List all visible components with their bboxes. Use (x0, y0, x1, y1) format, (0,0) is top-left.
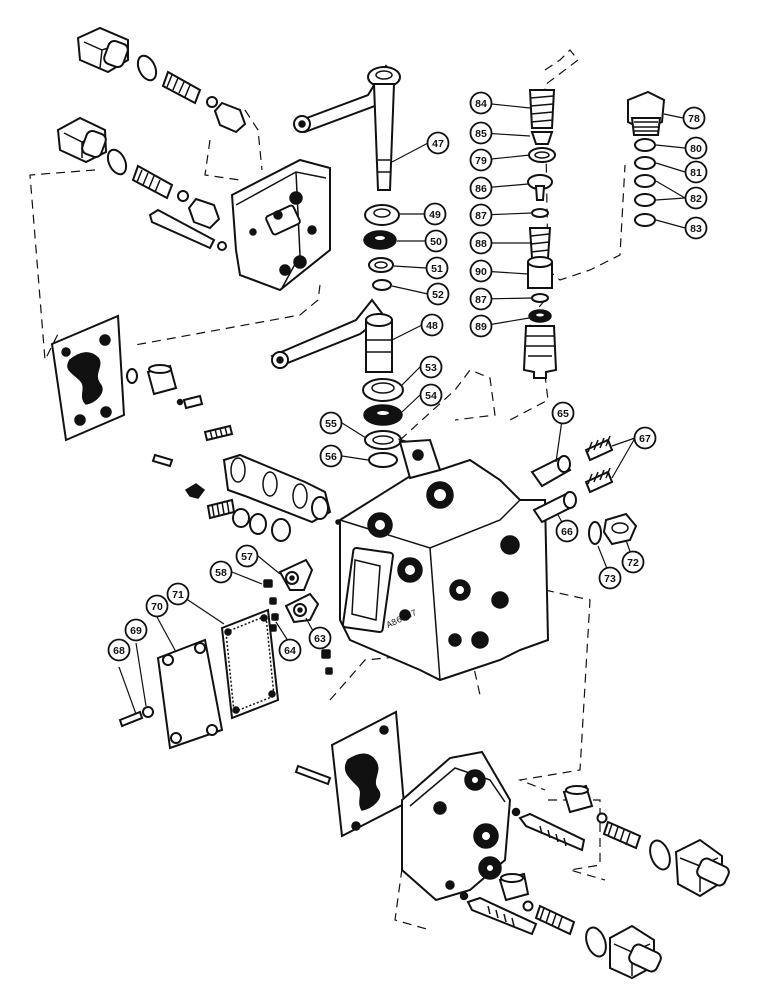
lower-end-cover (401, 750, 512, 902)
svg-text:83: 83 (690, 223, 702, 235)
callout-80: 80 (684, 136, 708, 160)
callout-51: 51 (425, 256, 449, 280)
callout-82: 82 (684, 186, 708, 210)
svg-text:66: 66 (561, 526, 573, 538)
callout-54: 54 (419, 383, 443, 407)
svg-text:55: 55 (325, 418, 337, 430)
svg-text:78: 78 (688, 113, 700, 125)
svg-text:73: 73 (604, 573, 616, 585)
callout-88: 88 (469, 231, 493, 255)
svg-text:82: 82 (690, 193, 702, 205)
valve-housing: A86457 (339, 438, 550, 682)
callout-53: 53 (419, 355, 443, 379)
left-lower-parts (118, 558, 333, 750)
callout-73: 73 (598, 566, 622, 590)
shaft-seal-stack (362, 204, 404, 468)
callout-87-lower: 87 (469, 287, 493, 311)
svg-text:67: 67 (639, 433, 651, 445)
svg-text:47: 47 (432, 138, 444, 150)
callout-84: 84 (469, 91, 493, 115)
callout-68: 68 (107, 638, 131, 662)
callout-67: 67 (633, 426, 657, 450)
svg-text:72: 72 (627, 557, 639, 569)
svg-text:48: 48 (426, 320, 438, 332)
svg-text:85: 85 (475, 128, 487, 140)
callout-87-upper: 87 (469, 203, 493, 227)
callout-81: 81 (684, 160, 708, 184)
callout-47: 47 (426, 131, 450, 155)
callout-55: 55 (319, 411, 343, 435)
upper-lever-arm (293, 64, 401, 191)
callout-66: 66 (555, 519, 579, 543)
svg-text:56: 56 (325, 451, 337, 463)
svg-text:52: 52 (432, 289, 444, 301)
svg-text:53: 53 (425, 362, 437, 374)
callout-71: 71 (166, 582, 190, 606)
svg-text:87: 87 (475, 210, 487, 222)
callout-64: 64 (278, 638, 302, 662)
callout-58: 58 (209, 560, 233, 584)
svg-text:50: 50 (430, 236, 442, 248)
upper-end-cover (230, 158, 331, 292)
callout-49: 49 (423, 202, 447, 226)
lower-lever-arm (270, 298, 393, 373)
svg-text:84: 84 (475, 98, 487, 110)
callout-63: 63 (308, 626, 332, 650)
svg-text:79: 79 (475, 155, 487, 167)
svg-text:81: 81 (690, 167, 702, 179)
callout-72: 72 (621, 550, 645, 574)
callout-70: 70 (145, 594, 169, 618)
relief-valve-stack (522, 89, 558, 379)
callout-leaders (118, 102, 686, 715)
callout-83: 83 (684, 216, 708, 240)
callout-48: 48 (420, 313, 444, 337)
callout-52: 52 (426, 282, 450, 306)
callout-85: 85 (469, 121, 493, 145)
callout-65: 65 (551, 401, 575, 425)
svg-text:57: 57 (241, 551, 253, 563)
svg-text:69: 69 (130, 625, 142, 637)
svg-text:51: 51 (431, 263, 443, 275)
svg-text:65: 65 (557, 408, 569, 420)
plug-and-orings (627, 90, 666, 227)
svg-text:63: 63 (314, 633, 326, 645)
svg-text:70: 70 (151, 601, 163, 613)
svg-text:80: 80 (690, 143, 702, 155)
callout-89: 89 (469, 314, 493, 338)
svg-text:88: 88 (475, 238, 487, 250)
callouts: 47 48 49 50 51 52 53 54 55 56 57 58 63 6… (107, 91, 708, 662)
svg-text:49: 49 (429, 209, 441, 221)
lower-fitting-assembly (459, 784, 730, 980)
callout-56: 56 (319, 444, 343, 468)
callout-90: 90 (469, 259, 493, 283)
callout-50: 50 (424, 229, 448, 253)
callout-79: 79 (469, 148, 493, 172)
callout-86: 86 (469, 176, 493, 200)
svg-text:54: 54 (425, 390, 437, 402)
svg-text:68: 68 (113, 645, 125, 657)
upper-gasket (50, 314, 126, 442)
lower-gasket (294, 710, 406, 838)
callout-78: 78 (682, 106, 706, 130)
svg-text:87: 87 (475, 294, 487, 306)
right-side-parts (530, 435, 638, 546)
svg-text:71: 71 (172, 589, 184, 601)
callout-69: 69 (124, 618, 148, 642)
svg-text:90: 90 (475, 266, 487, 278)
svg-text:86: 86 (475, 183, 487, 195)
callout-57: 57 (235, 544, 259, 568)
svg-text:64: 64 (284, 645, 296, 657)
upper-fitting-assembly (56, 26, 247, 251)
svg-text:89: 89 (475, 321, 487, 333)
spool-assembly (126, 364, 341, 542)
svg-text:58: 58 (215, 567, 227, 579)
